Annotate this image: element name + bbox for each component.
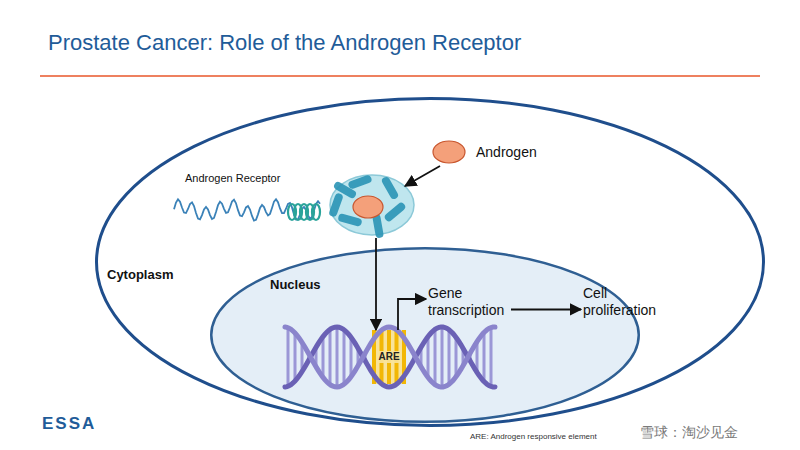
slide-title: Prostate Cancer: Role of the Androgen Re… bbox=[48, 30, 521, 56]
outcome-label-text: Cell proliferation bbox=[583, 285, 656, 319]
base-pair bbox=[434, 329, 437, 384]
response-element-text: ARE bbox=[377, 351, 400, 363]
footnote: ARE: Androgen responsive element bbox=[470, 432, 597, 441]
base-pair bbox=[483, 332, 486, 381]
base-pair bbox=[427, 337, 430, 378]
base-pair bbox=[490, 328, 493, 387]
arrow-connector bbox=[405, 166, 440, 186]
protein-helix bbox=[383, 201, 407, 223]
cell-outline-ellipse bbox=[97, 99, 764, 426]
process-label: Gene transcription bbox=[428, 285, 509, 319]
androgen-circle bbox=[433, 141, 465, 163]
dna-strand bbox=[285, 327, 495, 387]
receptor-helix bbox=[312, 204, 320, 220]
base-pair bbox=[448, 330, 451, 384]
protein-helix bbox=[328, 192, 344, 217]
nucleus-outline-text: Nucleus bbox=[270, 277, 321, 293]
dna-strand bbox=[285, 327, 495, 387]
bound-androgen bbox=[353, 196, 383, 218]
outcome-label: Cell proliferation bbox=[583, 285, 661, 319]
arrow-connector bbox=[511, 309, 581, 311]
base-pair bbox=[336, 327, 339, 387]
base-pair bbox=[343, 330, 346, 384]
base-pair bbox=[287, 328, 290, 386]
process-label-text: Gene transcription bbox=[428, 285, 504, 319]
base-pair bbox=[329, 329, 332, 384]
androgen-ligand: Androgen bbox=[432, 140, 541, 166]
dna-helix bbox=[285, 327, 495, 387]
androgen-molecule bbox=[432, 140, 468, 166]
androgen-ligand-text: Androgen bbox=[476, 144, 537, 161]
nucleus-outline: NucleusARE Gene transcription bbox=[210, 247, 640, 423]
base-pair bbox=[441, 327, 444, 387]
cell-outline-text: Cytoplasm bbox=[107, 267, 173, 283]
nucleus-outline-shape bbox=[210, 247, 640, 423]
nucleus-outline-ellipse bbox=[211, 248, 639, 422]
watermark: 雪球：淘沙见金 bbox=[640, 424, 738, 442]
base-pair bbox=[294, 333, 297, 381]
receptor-label-box-text: Androgen Receptor bbox=[185, 172, 280, 185]
receptor-protein bbox=[174, 174, 414, 238]
ligand-binding-domain bbox=[330, 175, 414, 235]
title-underline bbox=[40, 75, 760, 77]
receptor-tail bbox=[174, 199, 320, 220]
protein-helix bbox=[381, 176, 400, 201]
company-logo: ESSA bbox=[42, 414, 96, 434]
arrow-connector bbox=[375, 238, 377, 330]
arrow-connector bbox=[398, 299, 426, 330]
protein-helix bbox=[347, 174, 372, 190]
base-pair bbox=[322, 337, 325, 378]
